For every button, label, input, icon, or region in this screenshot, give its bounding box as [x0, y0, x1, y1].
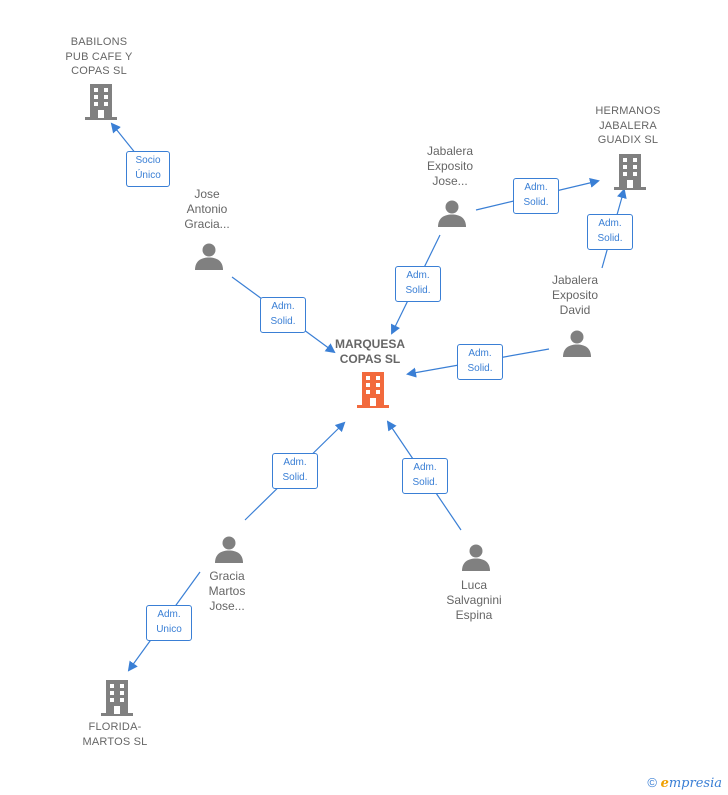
node-label-jabalera-jose[interactable]: Jabalera Exposito Jose... — [426, 144, 474, 188]
building-icon-hermanos[interactable] — [614, 154, 646, 195]
edge-label-adm-solid[interactable]: Adm. Solid. — [513, 178, 559, 214]
building-icon-florida[interactable] — [101, 680, 133, 721]
person-icon-luca[interactable] — [462, 543, 490, 576]
node-label-jabalera-david[interactable]: Jabalera Exposito David — [551, 273, 599, 317]
edge-label-socio-unico[interactable]: Socio Único — [126, 151, 170, 187]
edge-label-adm-unico[interactable]: Adm. Unico — [146, 605, 192, 641]
edge-label-adm-solid[interactable]: Adm. Solid. — [260, 297, 306, 333]
edge-label-adm-solid[interactable]: Adm. Solid. — [402, 458, 448, 494]
building-icon-babilons[interactable] — [85, 84, 117, 125]
node-label-gracia-martos[interactable]: Gracia Martos Jose... — [208, 569, 246, 613]
footer-brand: © empresia — [647, 775, 722, 791]
node-label-main[interactable]: MARQUESA COPAS SL — [334, 337, 405, 366]
copyright-icon: © — [647, 775, 657, 790]
edge-label-adm-solid[interactable]: Adm. Solid. — [457, 344, 503, 380]
edge-label-adm-solid[interactable]: Adm. Solid. — [587, 214, 633, 250]
person-icon-jabalera-david[interactable] — [563, 329, 591, 362]
node-label-babilons[interactable]: BABILONS PUB CAFE Y COPAS SL — [65, 36, 133, 77]
person-icon-jabalera-jose[interactable] — [438, 199, 466, 232]
person-icon-jose-antonio[interactable] — [195, 242, 223, 275]
node-label-jose-antonio[interactable]: Jose Antonio Gracia... — [184, 187, 230, 231]
building-icon-main[interactable] — [357, 372, 389, 413]
node-label-luca[interactable]: Luca Salvagnini Espina — [446, 578, 502, 622]
edge-label-adm-solid[interactable]: Adm. Solid. — [395, 266, 441, 302]
edge-label-adm-solid[interactable]: Adm. Solid. — [272, 453, 318, 489]
node-label-hermanos[interactable]: HERMANOS JABALERA GUADIX SL — [595, 105, 661, 146]
person-icon-gracia-martos[interactable] — [215, 535, 243, 568]
node-label-florida[interactable]: FLORIDA- MARTOS SL — [82, 721, 148, 748]
brand-logo: empresia — [660, 776, 722, 791]
